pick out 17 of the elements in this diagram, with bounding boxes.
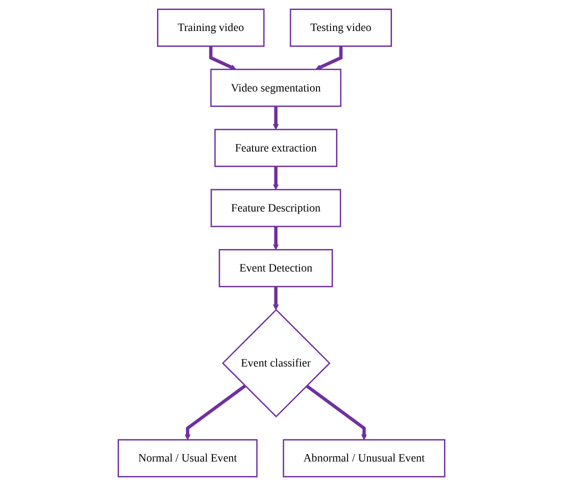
- node-box: Training video: [157, 8, 265, 47]
- arrow: [306, 384, 367, 440]
- node-box: Normal / Usual Event: [118, 439, 258, 478]
- arrow: [272, 226, 279, 250]
- node-box: Event Detection: [218, 249, 333, 288]
- node-diamond: Event classifier: [222, 308, 330, 418]
- arrow: [272, 286, 279, 310]
- arrow: [184, 384, 246, 440]
- arrow: [315, 46, 343, 70]
- node-box: Feature extraction: [214, 128, 338, 168]
- node-box: Abnormal / Unusual Event: [282, 439, 446, 478]
- node-box: Testing video: [290, 8, 392, 47]
- arrow: [209, 46, 236, 70]
- arrow: [272, 166, 279, 190]
- arrow: [272, 106, 279, 130]
- node-box: Video segmentation: [210, 68, 342, 107]
- node-box: Feature Description: [210, 188, 342, 228]
